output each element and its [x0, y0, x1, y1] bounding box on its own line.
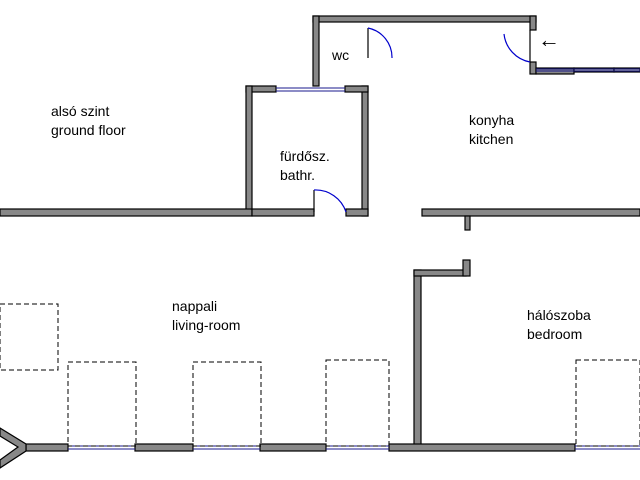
wall-stub: [464, 215, 471, 231]
furniture-left: [0, 303, 59, 371]
walls: [0, 15, 640, 469]
window-bottom-4: [575, 445, 640, 450]
wall-bay-corner: [0, 427, 27, 469]
wall-bath-top-right: [344, 85, 369, 93]
room-label-living-en: living-room: [172, 317, 241, 333]
door-wc[interactable]: [367, 27, 393, 59]
wall-kitchen-entry-top: [529, 15, 537, 31]
furniture-living-3: [325, 359, 390, 447]
room-label-bedroom-hu: hálószoba: [527, 307, 591, 323]
wall-bedroom-left: [413, 269, 422, 447]
wall-kitchen-entry-post: [529, 61, 537, 75]
wall-kitchen-right-c: [613, 67, 640, 73]
furniture-living-1: [67, 361, 137, 447]
floor-label-hu: alsó szint: [51, 103, 110, 119]
room-label-bathroom-en: bathr.: [280, 167, 316, 183]
wall-bedroom-top: [413, 269, 467, 277]
room-label-kitchen-hu: konyha: [469, 112, 515, 128]
window-kitchen-right: [536, 68, 640, 72]
furniture-bedroom: [575, 359, 640, 447]
room-label-bathroom-hu: fürdősz.: [280, 148, 330, 164]
floor-label-en: ground floor: [51, 122, 126, 138]
doors: [313, 27, 531, 213]
room-label-living-hu: nappali: [172, 298, 218, 314]
wall-top-corridor: [312, 15, 537, 23]
room-label-wc: wc: [332, 47, 350, 63]
arrow-left-icon: ←: [538, 27, 560, 52]
furniture: [0, 303, 640, 447]
wall-bottom-1: [25, 443, 69, 452]
wall-bath-left: [245, 85, 253, 211]
door-entrance[interactable]: [503, 30, 531, 63]
wall-middle-bath: [251, 208, 315, 217]
wall-bottom-4: [388, 443, 576, 452]
furniture-living-2: [192, 361, 262, 447]
wall-wc-right: [361, 85, 369, 217]
wall-middle-wc: [345, 208, 369, 217]
room-label-kitchen-en: kitchen: [469, 131, 514, 147]
wall-middle-right: [421, 208, 640, 217]
wall-bottom-3: [259, 443, 327, 452]
door-bathroom[interactable]: [313, 189, 347, 213]
wall-middle-left: [0, 208, 253, 217]
windows: [68, 68, 640, 450]
room-label-bedroom-en: bedroom: [527, 326, 583, 342]
wall-bedroom-top-post: [462, 259, 471, 277]
window-bath-top: [276, 87, 345, 92]
wall-wc-left: [312, 15, 320, 87]
wall-bottom-2: [134, 443, 194, 452]
